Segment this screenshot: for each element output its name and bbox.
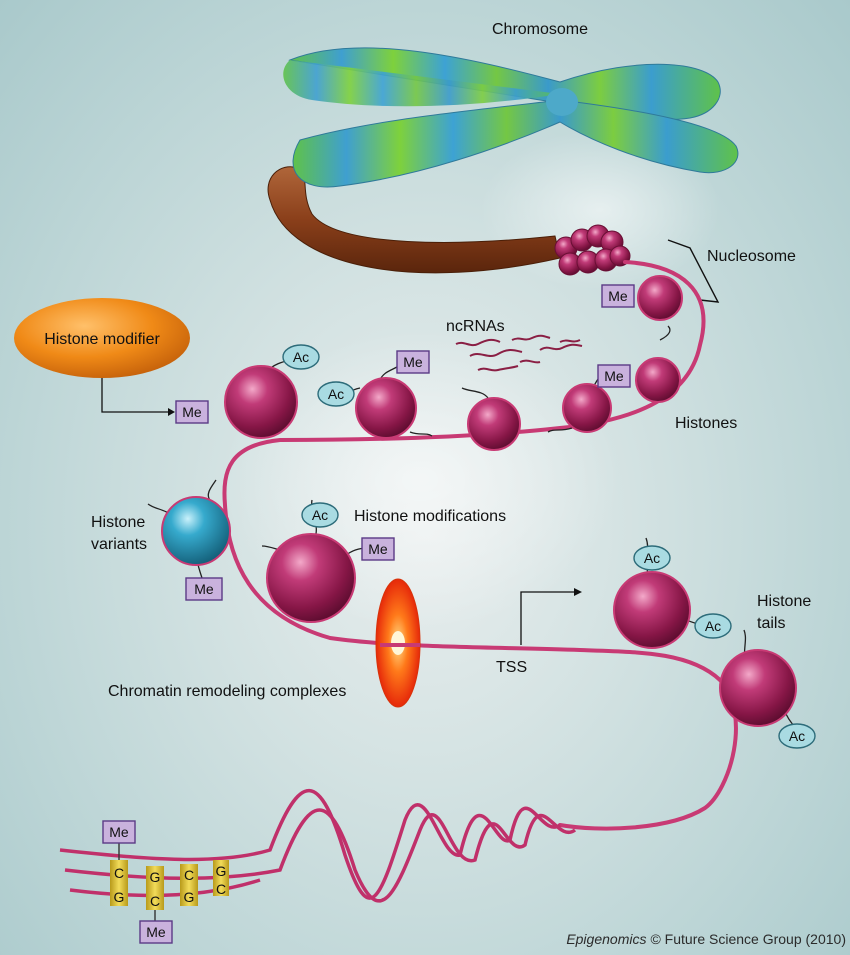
ac-tag: Ac (317, 381, 355, 407)
arrow-head (168, 408, 175, 416)
histone-variant (161, 496, 231, 566)
histone (224, 365, 298, 439)
base-letter: C (114, 865, 124, 881)
chromosome-label: Chromosome (492, 21, 588, 38)
base-pair (213, 860, 229, 896)
svg-text:Me: Me (604, 368, 624, 384)
nucleosome-cluster (554, 224, 631, 276)
svg-text:Ac: Ac (644, 550, 660, 566)
histone-modifications-label: Histone modifications (354, 508, 506, 525)
histone (266, 533, 356, 623)
ac-tag: Ac (694, 613, 732, 639)
histone (637, 275, 683, 321)
svg-text:Ac: Ac (328, 386, 344, 402)
nucleosome-label: Nucleosome (707, 248, 796, 265)
credit-line: Epigenomics© Future Science Group (2010) (566, 931, 846, 947)
histones (161, 275, 797, 727)
ncrnas-label: ncRNAs (446, 318, 505, 335)
base-letter: C (216, 881, 226, 897)
modifier-arrow (101, 378, 168, 413)
chromosome-arm-top-left (283, 60, 560, 107)
histone (613, 571, 691, 649)
credit-journal: Epigenomics (566, 931, 646, 947)
svg-text:Ac: Ac (293, 349, 309, 365)
svg-text:Me: Me (368, 541, 388, 557)
me-tag: Me (601, 284, 635, 308)
svg-text:Me: Me (182, 404, 202, 420)
ac-tag: Ac (778, 723, 816, 749)
dna-base-pairs: C G G C C G G C (110, 842, 229, 922)
histone-modifier-label: Histone modifier (44, 331, 160, 348)
tss-arrow (520, 591, 574, 645)
svg-text:Ac: Ac (705, 618, 721, 634)
ac-tag: Ac (633, 545, 671, 571)
histone-tails-label-line2: tails (757, 615, 785, 632)
svg-text:Ac: Ac (312, 507, 328, 523)
svg-text:Me: Me (403, 354, 423, 370)
me-tag: Me (185, 577, 223, 601)
histone-modifier-enzyme (14, 298, 190, 378)
me-tag: Me (139, 920, 173, 944)
svg-text:Me: Me (109, 824, 129, 840)
svg-text:Me: Me (194, 581, 214, 597)
histone-variants-label-line2: variants (91, 536, 147, 553)
histone (467, 397, 521, 451)
histone-tails-label-line1: Histone (757, 593, 811, 610)
me-tag: Me (396, 350, 430, 374)
ac-tag: Ac (301, 502, 339, 528)
base-letter: G (216, 863, 227, 879)
ac-tag: Ac (282, 344, 320, 370)
svg-text:Ac: Ac (789, 728, 805, 744)
svg-text:Me: Me (146, 924, 166, 940)
base-pair (180, 864, 198, 906)
base-pair (110, 860, 128, 906)
histone (562, 383, 612, 433)
me-tag: Me (361, 537, 395, 561)
arrow-head (574, 588, 582, 596)
tss-label: TSS (496, 659, 527, 676)
credit-rest: © Future Science Group (2010) (650, 931, 846, 947)
base-letter: C (184, 867, 194, 883)
base-letter: G (150, 869, 161, 885)
histone-variants-label-line1: Histone (91, 514, 145, 531)
ncrna-strands (455, 334, 583, 372)
base-letter: C (150, 893, 160, 909)
base-letter: G (114, 889, 125, 905)
dna-helix (59, 788, 577, 903)
histones-label: Histones (675, 415, 737, 432)
chromatin-remodeling-label: Chromatin remodeling complexes (108, 683, 346, 700)
base-pair (146, 866, 164, 910)
chromosome-arm-bottom (292, 99, 739, 188)
histone (719, 649, 797, 727)
chromosome-illustration (267, 47, 739, 274)
me-tag: Me (175, 400, 209, 424)
chromatin-fiber (222, 260, 738, 831)
me-tag: Me (597, 364, 631, 388)
me-tag: Me (102, 820, 136, 844)
histone (355, 377, 417, 439)
nucleosome-bracket (667, 239, 720, 303)
histone (635, 357, 681, 403)
svg-text:Me: Me (608, 288, 628, 304)
chromosome-centromere (546, 88, 578, 116)
base-letter: G (184, 889, 195, 905)
